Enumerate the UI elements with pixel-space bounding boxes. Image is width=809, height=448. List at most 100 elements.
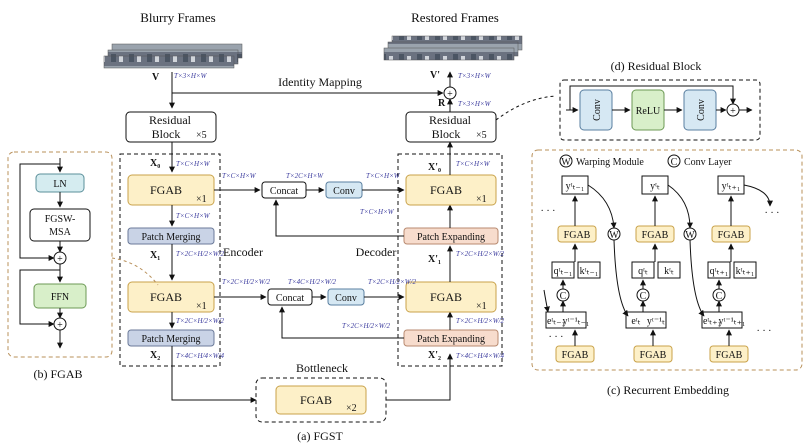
svg-text:Block: Block bbox=[432, 127, 461, 141]
svg-text:T×C×H×W: T×C×H×W bbox=[456, 160, 491, 168]
svg-text:T×C×H×W: T×C×H×W bbox=[222, 172, 257, 180]
svg-text:eᵗₜ: eᵗₜ bbox=[631, 316, 640, 327]
svg-text:X'₀: X'₀ bbox=[428, 162, 441, 173]
svg-text:Residual: Residual bbox=[429, 113, 472, 127]
recurrent-col-next: yᵗₜ₊₁ FGAB qᵗₜ₊₁ kᵗₜ₊₁ C eᵗₜ₊₁ yᵗ⁻¹ₜ₊₁ F… bbox=[701, 175, 757, 363]
svg-text:Block: Block bbox=[152, 127, 181, 141]
v-prime-label: V' bbox=[430, 70, 440, 81]
svg-text:C: C bbox=[671, 157, 678, 168]
r-dim: T×3×H×W bbox=[458, 100, 492, 108]
fgab-detail-region bbox=[7, 151, 113, 358]
svg-text:LN: LN bbox=[53, 179, 66, 190]
svg-text:W: W bbox=[609, 230, 619, 241]
svg-text:FGAB: FGAB bbox=[150, 183, 182, 197]
restored-frames-label: Restored Frames bbox=[411, 10, 499, 25]
v-dim: T×3×H×W bbox=[174, 72, 208, 80]
svg-text:Conv: Conv bbox=[592, 99, 603, 121]
recurrent-region bbox=[531, 149, 803, 371]
svg-text:yᵗₜ: yᵗₜ bbox=[650, 181, 660, 192]
encoder-label: Encoder bbox=[223, 245, 263, 259]
svg-text:qᵗₜ₊₁: qᵗₜ₊₁ bbox=[710, 266, 729, 277]
svg-text:X₁: X₁ bbox=[150, 250, 160, 261]
svg-text:Conv Layer: Conv Layer bbox=[684, 157, 732, 168]
svg-text:kᵗₜ₊₁: kᵗₜ₊₁ bbox=[736, 266, 755, 277]
v-label: V bbox=[152, 72, 160, 83]
svg-text:Patch Expanding: Patch Expanding bbox=[417, 232, 485, 243]
recurrent-col-cur: yᵗₜ FGAB qᵗₜ kᵗₜ C eᵗₜ yᵗ⁻¹ₜ FGAB bbox=[625, 175, 681, 363]
svg-text:T×2C×H/2×W/2: T×2C×H/2×W/2 bbox=[176, 317, 225, 325]
svg-text:eᵗₜ₋₁: eᵗₜ₋₁ bbox=[547, 316, 565, 327]
blurry-frames-image bbox=[103, 43, 243, 69]
svg-text:FGAB: FGAB bbox=[150, 290, 182, 304]
svg-text:T×2C×H/2×W/2: T×2C×H/2×W/2 bbox=[222, 278, 271, 286]
svg-text:MSA: MSA bbox=[49, 227, 71, 238]
svg-text:+: + bbox=[57, 320, 63, 331]
svg-text:T×2C×H/2×W/2: T×2C×H/2×W/2 bbox=[456, 317, 505, 325]
svg-text:yᵗ⁻¹ₜ: yᵗ⁻¹ₜ bbox=[647, 316, 665, 327]
blurry-frames-label: Blurry Frames bbox=[140, 10, 215, 25]
svg-text:T×4C×H/2×W/2: T×4C×H/2×W/2 bbox=[288, 278, 337, 286]
svg-text:T×4C×H/4×W/4: T×4C×H/4×W/4 bbox=[456, 352, 505, 360]
svg-text:×1: ×1 bbox=[196, 301, 207, 312]
svg-text:T×C×H×W: T×C×H×W bbox=[360, 208, 395, 216]
residual-block-left bbox=[125, 111, 217, 143]
svg-text:×1: ×1 bbox=[476, 194, 487, 205]
svg-text:kᵗₜ₋₁: kᵗₜ₋₁ bbox=[580, 266, 599, 277]
svg-text:Patch Expanding: Patch Expanding bbox=[417, 334, 485, 345]
decoder-label: Decoder bbox=[356, 245, 397, 259]
svg-text:Patch Merging: Patch Merging bbox=[142, 232, 201, 243]
svg-text:C: C bbox=[560, 291, 567, 302]
svg-text:×2: ×2 bbox=[346, 403, 357, 414]
svg-text:FGAB: FGAB bbox=[642, 230, 669, 241]
svg-text:W: W bbox=[685, 230, 695, 241]
v-prime-dim: T×3×H×W bbox=[458, 72, 492, 80]
svg-text:qᵗₜ₋₁: qᵗₜ₋₁ bbox=[554, 266, 573, 277]
svg-text:· · ·: · · · bbox=[757, 326, 772, 337]
svg-text:FGAB: FGAB bbox=[300, 393, 332, 407]
caption-residual: (d) Residual Block bbox=[611, 59, 702, 73]
svg-text:+: + bbox=[447, 89, 453, 100]
svg-text:X'₂: X'₂ bbox=[428, 350, 441, 361]
svg-text:T×2C×H/2×W/2: T×2C×H/2×W/2 bbox=[368, 278, 417, 286]
svg-text:Concat: Concat bbox=[276, 293, 305, 304]
svg-text:×1: ×1 bbox=[196, 194, 207, 205]
svg-text:X₀: X₀ bbox=[150, 158, 160, 169]
svg-text:FGAB: FGAB bbox=[562, 350, 589, 361]
svg-text:T×C×H×W: T×C×H×W bbox=[176, 212, 211, 220]
svg-text:yᵗ⁻¹ₜ₊₁: yᵗ⁻¹ₜ₊₁ bbox=[719, 316, 746, 327]
svg-text:Conv: Conv bbox=[333, 186, 355, 197]
svg-text:Conv: Conv bbox=[335, 293, 357, 304]
svg-text:FGAB: FGAB bbox=[564, 230, 591, 241]
svg-text:FGAB: FGAB bbox=[640, 350, 667, 361]
restored-frames-image bbox=[383, 35, 523, 61]
svg-text:FGSW-: FGSW- bbox=[45, 214, 76, 225]
caption-fgst: (a) FGST bbox=[297, 429, 343, 443]
svg-text:×1: ×1 bbox=[476, 301, 487, 312]
svg-text:Bottleneck: Bottleneck bbox=[296, 361, 348, 375]
svg-text:T×2C×H/2×W/2: T×2C×H/2×W/2 bbox=[342, 322, 391, 330]
svg-text:FGAB: FGAB bbox=[430, 290, 462, 304]
svg-text:yᵗ⁻¹ₜ₋₁: yᵗ⁻¹ₜ₋₁ bbox=[563, 316, 590, 327]
svg-text:kᵗₜ: kᵗₜ bbox=[664, 266, 674, 277]
svg-text:· · ·: · · · bbox=[765, 208, 780, 219]
patch-merging-1 bbox=[127, 227, 215, 245]
svg-text:Warping Module: Warping Module bbox=[576, 157, 644, 168]
patch-merging-2 bbox=[127, 329, 215, 347]
svg-text:· · ·: · · · bbox=[549, 332, 564, 343]
svg-text:FFN: FFN bbox=[51, 292, 69, 303]
svg-text:×5: ×5 bbox=[196, 130, 207, 141]
svg-text:C: C bbox=[640, 291, 647, 302]
svg-text:T×2C×H/2×W/2: T×2C×H/2×W/2 bbox=[176, 250, 225, 258]
svg-text:×5: ×5 bbox=[476, 130, 487, 141]
svg-text:T×C×H×W: T×C×H×W bbox=[366, 172, 401, 180]
svg-text:Residual: Residual bbox=[149, 113, 192, 127]
svg-text:Conv: Conv bbox=[696, 99, 707, 121]
svg-text:FGAB: FGAB bbox=[716, 350, 743, 361]
svg-text:X'₁: X'₁ bbox=[428, 254, 441, 265]
recurrent-col-prev: yᵗₜ₋₁ FGAB qᵗₜ₋₁ kᵗₜ₋₁ C eᵗₜ₋₁ yᵗ⁻¹ₜ₋₁ F… bbox=[545, 175, 601, 363]
svg-text:yᵗₜ₊₁: yᵗₜ₊₁ bbox=[722, 181, 741, 192]
svg-text:Patch Merging: Patch Merging bbox=[142, 334, 201, 345]
svg-text:X₂: X₂ bbox=[150, 350, 160, 361]
identity-mapping-label: Identity Mapping bbox=[278, 75, 362, 89]
fgab-bottleneck bbox=[275, 385, 367, 415]
